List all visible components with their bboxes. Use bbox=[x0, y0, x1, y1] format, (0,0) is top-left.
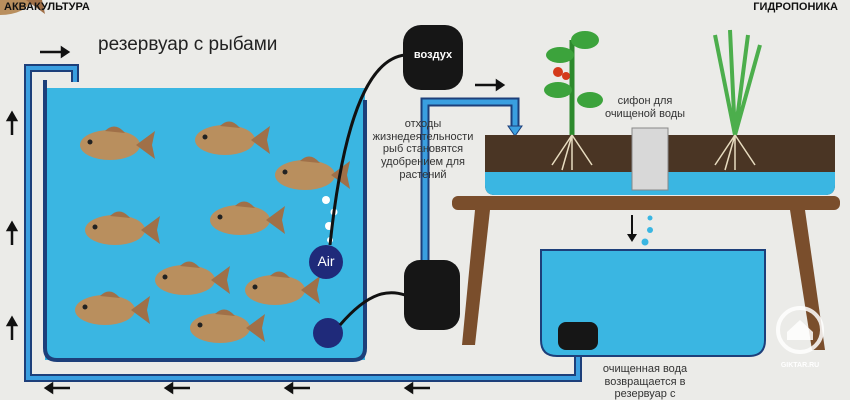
supply-pipe bbox=[420, 97, 523, 260]
air-tube bbox=[328, 53, 406, 246]
air-pump bbox=[403, 25, 463, 90]
air-stone bbox=[309, 245, 343, 279]
return-label: очищенная вода возвращается в резервуар … bbox=[602, 363, 688, 400]
fish-group bbox=[0, 0, 350, 343]
tomato-plant bbox=[544, 31, 603, 171]
watermark-logo bbox=[776, 306, 824, 354]
air-stone-label: Air bbox=[317, 253, 335, 269]
siphon bbox=[631, 127, 669, 191]
header-aquaculture: АКВАКУЛЬТУРА bbox=[4, 1, 90, 13]
fish-tank-wall bbox=[43, 80, 367, 362]
tank-label: резервуар с рыбами bbox=[98, 34, 278, 55]
siphon-label: сифон для очищеной воды bbox=[604, 95, 686, 120]
filter bbox=[404, 260, 460, 330]
waste-label: отходы жизнедеятельности рыб становятся … bbox=[372, 118, 474, 181]
intake-tube bbox=[338, 291, 406, 326]
onion-plant bbox=[713, 29, 762, 171]
pump bbox=[558, 322, 598, 350]
drip bbox=[627, 215, 653, 246]
air-pump-label: воздух bbox=[413, 49, 453, 61]
return-pipe bbox=[24, 64, 582, 382]
water-intake bbox=[313, 318, 343, 348]
flow-arrows bbox=[5, 45, 506, 395]
header-hydroponics: ГИДРОПОНИКА bbox=[753, 1, 838, 13]
watermark-text: GIKTAR.RU bbox=[780, 362, 820, 369]
